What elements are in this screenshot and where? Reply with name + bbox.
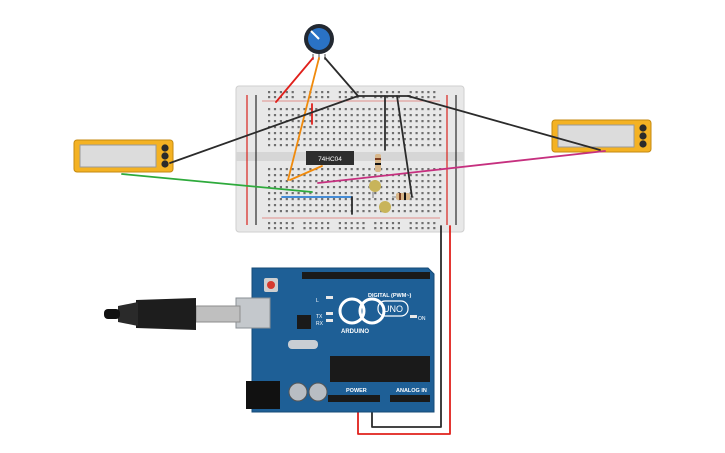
l-label: L (316, 298, 319, 304)
crystal (288, 340, 318, 349)
power-jack[interactable] (246, 381, 280, 409)
wire-black-gnd-arduino[interactable] (371, 225, 442, 428)
resistor-right[interactable] (392, 193, 414, 200)
power-header (328, 395, 380, 402)
resistor-top[interactable] (375, 154, 381, 172)
on-label: ON (418, 316, 426, 322)
wire-orange-inv[interactable] (289, 165, 323, 181)
usb-port[interactable] (235, 297, 271, 329)
wire-black-meter-right[interactable] (407, 95, 601, 151)
tx-label: TX (316, 314, 323, 320)
chip-label: 74HC04 (318, 156, 342, 163)
analog-in-label: ANALOG IN (396, 388, 427, 394)
rx-label: RX (316, 321, 324, 327)
capacitor-2 (308, 382, 328, 402)
arduino-uno[interactable]: ARDUINO UNO DIGITAL (PWM~) POWER ANALOG … (235, 267, 435, 413)
multimeter-right[interactable] (551, 119, 652, 153)
wire-green-meter-left[interactable] (121, 173, 313, 193)
digital-header (302, 272, 430, 279)
capacitor-1 (288, 382, 308, 402)
led-top[interactable] (369, 180, 381, 198)
multimeter-left[interactable] (73, 139, 174, 173)
usb-cable[interactable] (104, 298, 241, 330)
power-label: POWER (346, 388, 367, 394)
usb-controller-chip (297, 315, 311, 329)
wire-black-pot[interactable] (324, 57, 359, 97)
wire-black-vertical-2[interactable] (396, 95, 413, 198)
wires (121, 57, 606, 435)
wire-red-pot[interactable] (275, 57, 314, 103)
led-bottom[interactable] (379, 201, 391, 213)
wire-orange-pot-wiper[interactable] (287, 57, 320, 181)
atmega-chip (330, 356, 430, 382)
arduino-logo-text: ARDUINO (341, 329, 369, 335)
wire-red-5v-arduino[interactable] (357, 225, 451, 435)
potentiometer[interactable] (304, 24, 334, 60)
ic-chip-74hc04[interactable]: 74HC04 (306, 151, 354, 165)
wire-black-meter-left[interactable] (169, 95, 359, 164)
wire-magenta-meter-right[interactable] (317, 150, 606, 184)
digital-pwm-label: DIGITAL (PWM~) (368, 293, 412, 299)
analog-header (390, 395, 430, 402)
arduino-model-text: UNO (383, 304, 403, 314)
